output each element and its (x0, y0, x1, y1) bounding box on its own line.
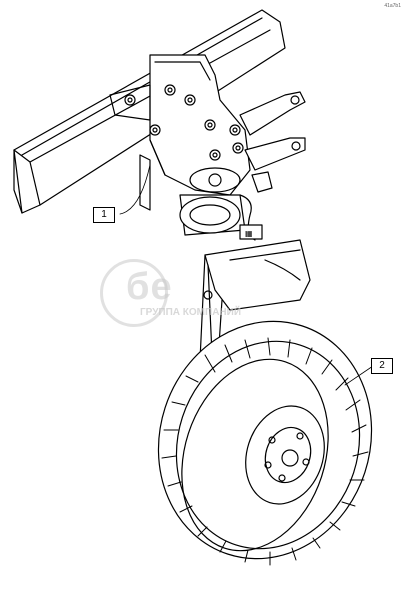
svg-text:▦: ▦ (245, 229, 253, 238)
watermark-logo (100, 259, 168, 327)
leader-lines (119, 164, 374, 386)
watermark-subtext: ГРУППА КОМПАНИЙ (140, 307, 242, 318)
mounting-bracket (109, 54, 251, 196)
wheel-hub (245, 405, 325, 505)
sensor-connector: ▦ (239, 194, 263, 241)
swivel-head (139, 154, 246, 236)
callout-2[interactable]: 2 (371, 358, 393, 374)
corner-code: 41a7b1 (384, 3, 401, 9)
callout-1[interactable]: 1 (93, 207, 115, 223)
watermark-text: бе (126, 266, 173, 308)
pivot-arms (239, 91, 306, 193)
